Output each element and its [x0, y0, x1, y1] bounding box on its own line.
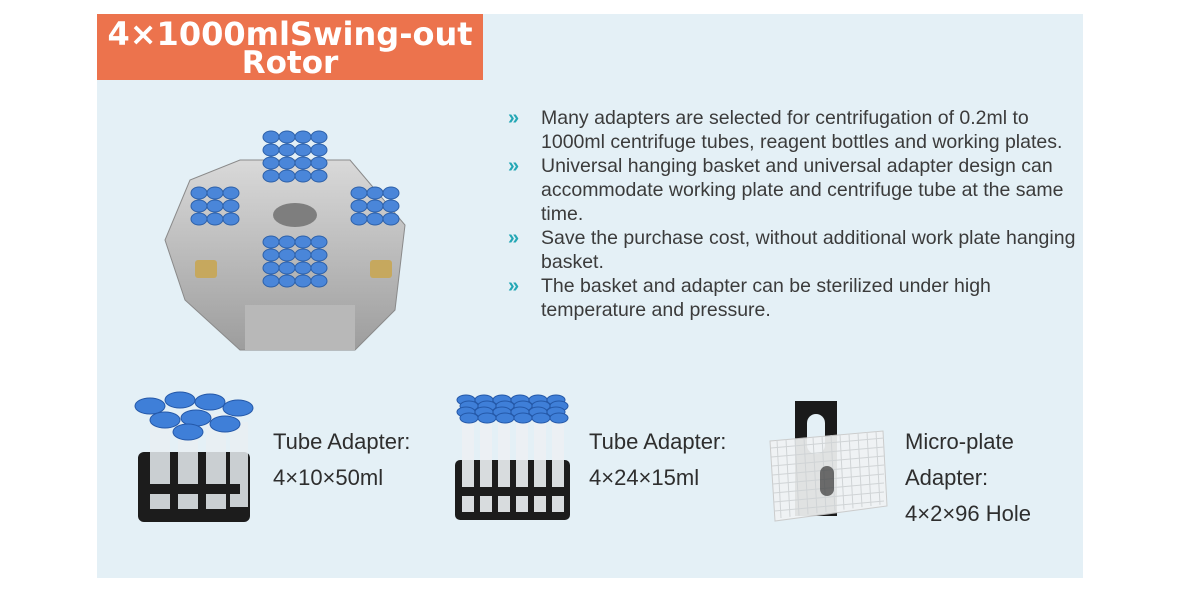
tube-cap [278, 130, 296, 144]
tube-cap [262, 169, 280, 183]
tube-cap [294, 143, 312, 157]
tube-cap [310, 169, 328, 183]
feature-item: » Save the purchase cost, without additio… [508, 226, 1078, 274]
double-chevron-icon: » [508, 227, 520, 249]
adapter-caption-line: 4×2×96 Hole [905, 501, 1031, 526]
adapter-caption-line: Adapter: [905, 465, 989, 490]
tube-cap [278, 235, 296, 249]
tube-cap [382, 199, 400, 213]
plate-grid-line [839, 434, 845, 510]
plate-grid-line [857, 432, 863, 508]
feature-text: Save the purchase cost, without addition… [541, 227, 1076, 273]
adapter-caption-50ml: Tube Adapter: 4×10×50ml [273, 424, 410, 496]
tube-cap [294, 274, 312, 288]
title-line-2: Rotor [241, 45, 339, 81]
plate-grid-line [812, 436, 818, 514]
micro-plate-adapter-image [769, 401, 888, 522]
tube-cap [294, 235, 312, 249]
tube-cap [366, 186, 384, 200]
tube-cap [382, 186, 400, 200]
tube-cap [477, 412, 497, 424]
tube-cap [350, 186, 368, 200]
plate-grid-line [770, 437, 885, 449]
plate-grid-line [803, 437, 809, 515]
tube-cap [278, 274, 296, 288]
tube-cap [382, 212, 400, 226]
plate-grid-line [771, 455, 885, 467]
tube-cap [366, 199, 384, 213]
tube-cap [206, 199, 224, 213]
plate-grid-line [773, 491, 885, 503]
plate-grid-line [794, 438, 800, 516]
tube-cap [310, 248, 328, 262]
tube-cap [549, 412, 569, 424]
feature-text: Many adapters are selected for centrifug… [541, 107, 1063, 153]
double-chevron-icon: » [508, 155, 520, 177]
adapter-caption-line: 4×10×50ml [273, 465, 384, 490]
tube-cap [350, 212, 368, 226]
feature-item: » Universal hanging basket and universal … [508, 154, 1078, 226]
tube-cap [222, 199, 240, 213]
tube-cap [262, 274, 280, 288]
tube-cap [222, 212, 240, 226]
tube-cap [190, 199, 208, 213]
tube-cap [278, 248, 296, 262]
feature-text: The basket and adapter can be sterilized… [541, 275, 991, 321]
double-chevron-icon: » [508, 107, 520, 129]
tube-cap [495, 412, 515, 424]
feature-list: » Many adapters are selected for centrifu… [508, 106, 1078, 322]
feature-text: Universal hanging basket and universal a… [541, 155, 1064, 225]
tube-cap [278, 261, 296, 275]
tube-cap [206, 212, 224, 226]
title-banner: 4×1000mlSwing-out Rotor [97, 14, 483, 80]
tube-cap [262, 261, 280, 275]
tube-cap [310, 130, 328, 144]
title-line-1: 4×1000mlSwing-out [107, 15, 473, 53]
tube-cap [459, 412, 479, 424]
tube-cap [294, 261, 312, 275]
tube-cap [294, 130, 312, 144]
adapter-caption-15ml: Tube Adapter: 4×24×15ml [589, 424, 726, 496]
tube-cap [310, 156, 328, 170]
plate-grid-line [774, 500, 885, 512]
tube-adapter-15ml-image [455, 394, 570, 520]
tube-cap [513, 412, 533, 424]
tube-cap [190, 212, 208, 226]
plate-grid-line [848, 433, 854, 509]
tube-cap [262, 235, 280, 249]
adapter-caption-microplate: Micro-plate Adapter: 4×2×96 Hole [905, 424, 1031, 532]
rotor-image [164, 130, 406, 351]
tube-cap [531, 412, 551, 424]
tube-cap [310, 143, 328, 157]
tube-cap [294, 248, 312, 262]
tube-cap [278, 169, 296, 183]
tube-cap [310, 274, 328, 288]
adapter-caption-line: 4×24×15ml [589, 465, 700, 490]
tube-cap [294, 169, 312, 183]
plate-grid-line [771, 446, 885, 458]
tube-cap [278, 156, 296, 170]
tube-cap [366, 212, 384, 226]
tube-cap [310, 261, 328, 275]
double-chevron-icon: » [508, 275, 520, 297]
tube-cap [350, 199, 368, 213]
tube-cap [294, 156, 312, 170]
adapter-caption-line: Micro-plate [905, 429, 1014, 454]
plate-grid-line [785, 439, 791, 517]
tube-cap [262, 143, 280, 157]
tube-cap [190, 186, 208, 200]
feature-item: » The basket and adapter can be sterilize… [508, 274, 1078, 322]
tube-cap [222, 186, 240, 200]
tube-cap [310, 235, 328, 249]
tube-adapter-50ml-image [134, 391, 254, 522]
tube-cap [262, 130, 280, 144]
adapter-caption-line: Tube Adapter: [273, 429, 411, 454]
tube-cap [262, 156, 280, 170]
tube-cap [206, 186, 224, 200]
plate-grid-line [776, 439, 782, 519]
tube-cap [262, 248, 280, 262]
feature-item: » Many adapters are selected for centrifu… [508, 106, 1078, 154]
tube-cap [278, 143, 296, 157]
adapter-caption-line: Tube Adapter: [589, 429, 727, 454]
